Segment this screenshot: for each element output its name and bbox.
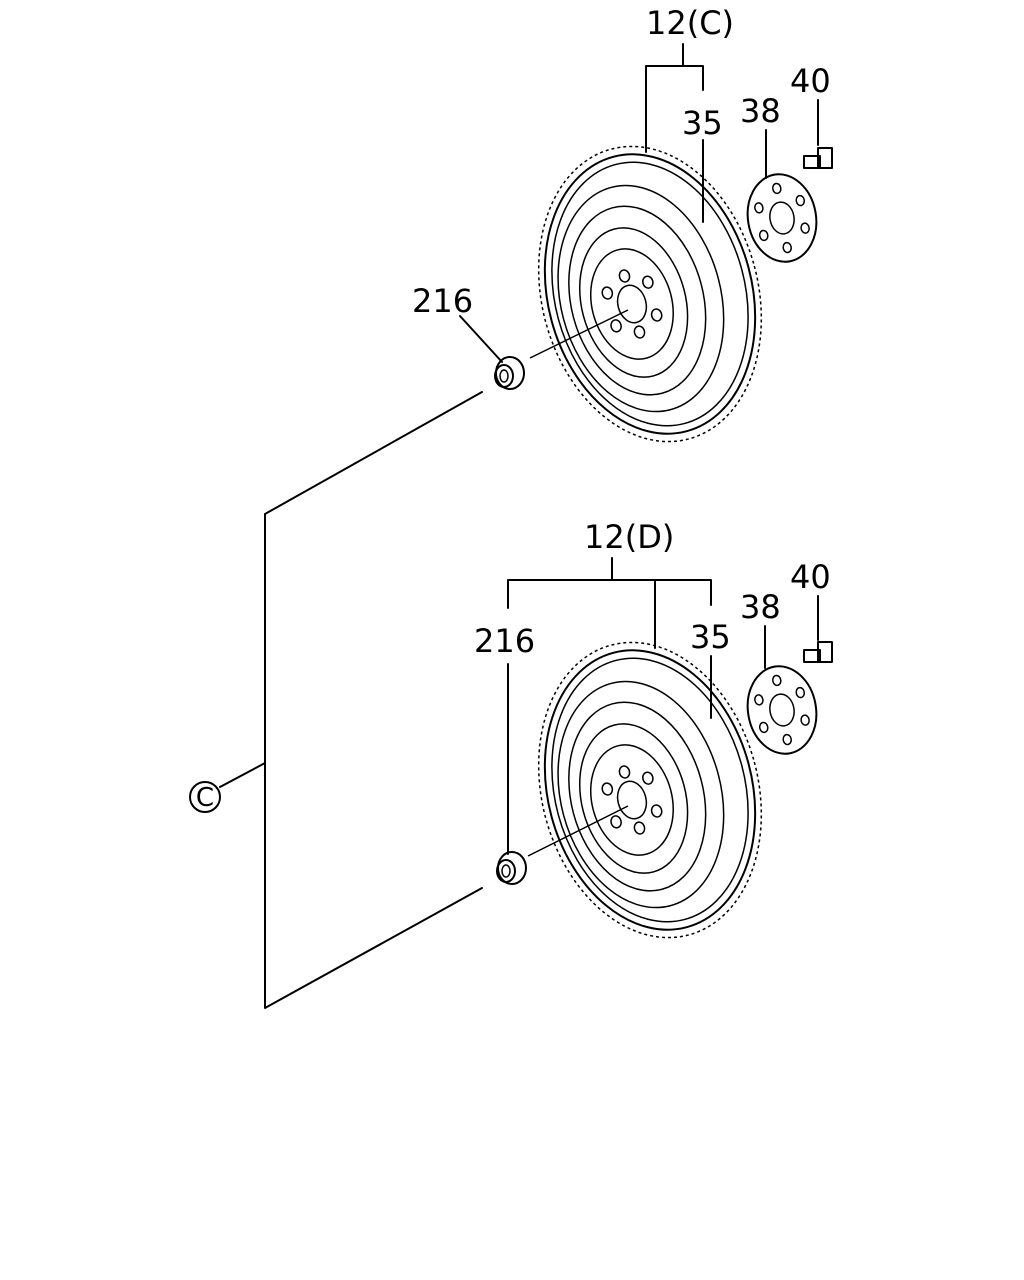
bolt-hole-top [633, 325, 646, 339]
flywheel-inner-bottom [578, 723, 689, 874]
bolt-shank-bottom [803, 649, 821, 663]
part-label-216-top: 216 [412, 282, 473, 320]
bushing-top [494, 356, 525, 390]
bushing-bore-bottom [501, 864, 511, 878]
part-label-216-bottom: 216 [474, 622, 535, 660]
ring-gear-teeth-top [537, 145, 763, 443]
part-label-40-top: 40 [790, 62, 831, 100]
bolt-head-bottom [817, 641, 833, 663]
flywheel-rim-bottom [551, 657, 749, 923]
flywheel-groove-bottom [568, 701, 707, 892]
reference-circle [189, 781, 221, 813]
plate-hole-bottom [782, 733, 792, 746]
plate-hole-top [772, 182, 782, 195]
flywheel-rim-top [551, 161, 749, 427]
flywheel-inner-top [578, 227, 689, 378]
ring-gear-teeth-bottom [537, 641, 763, 939]
plate-hole-bottom [800, 714, 810, 726]
bushing-bottom [496, 851, 527, 885]
reference-bracket: C [189, 391, 483, 1009]
flywheel-assembly-top: 12(C) 35 38 40 216 [412, 4, 833, 443]
flywheel-hub-bottom [589, 744, 674, 856]
leader-12d-bracket [507, 579, 712, 609]
plate-bottom [746, 665, 818, 755]
bolt-shank-top [803, 155, 821, 169]
bushing-front-bottom [496, 859, 516, 883]
plate-center-hole-bottom [769, 693, 795, 727]
flywheel-assembly-bottom: 12(D) 35 38 40 216 [474, 518, 833, 939]
plate-hole-top [782, 241, 792, 254]
flywheel-face-top [557, 184, 725, 413]
bushing-front-top [494, 364, 514, 388]
ring-gear-bottom [543, 649, 757, 931]
bushing-bore-top [499, 369, 509, 383]
plate-hole-top [795, 194, 806, 207]
reference-label-c: C [196, 783, 214, 813]
plate-hole-top [754, 202, 764, 214]
bolt-hole-bottom [610, 815, 622, 829]
bolt-hole-bottom [633, 821, 646, 835]
assembly-label-12d: 12(D) [584, 518, 674, 556]
flywheel-top [537, 145, 763, 443]
leader-12c-bracket [645, 65, 704, 153]
plate-top [746, 173, 818, 263]
bolt-hole-top [610, 319, 622, 333]
part-label-38-top: 38 [740, 92, 781, 130]
ring-gear-top [543, 153, 757, 435]
plate-center-hole-top [769, 201, 795, 235]
plate-hole-top [758, 229, 769, 242]
plate-hole-bottom [795, 686, 806, 699]
bolt-hole-top [601, 286, 614, 300]
bolt-hole-top [618, 269, 631, 283]
axis-line-bottom [527, 805, 629, 857]
plate-hole-bottom [772, 674, 782, 687]
flywheel-center-hole-top [616, 284, 648, 324]
flywheel-groove-top [568, 205, 707, 396]
bolt-hole-top [650, 308, 663, 322]
part-label-35-top: 35 [682, 104, 723, 142]
assembly-label-12c: 12(C) [646, 4, 734, 42]
part-label-40-bottom: 40 [790, 558, 831, 596]
bolt-hole-bottom [618, 765, 631, 779]
bolt-hole-bottom [601, 782, 614, 796]
reference-bracket-line [264, 391, 483, 1009]
bolt-hole-bottom [650, 804, 663, 818]
bolt-head-top [817, 147, 833, 169]
bolt-hole-bottom [642, 771, 654, 785]
part-label-35-bottom: 35 [690, 618, 731, 656]
plate-outline-top [746, 173, 818, 263]
plate-outline-bottom [746, 665, 818, 755]
flywheel-face-bottom [557, 680, 725, 909]
reference-leader [219, 762, 266, 788]
flywheel-bottom [537, 641, 763, 939]
bolt-top [803, 147, 833, 169]
flywheel-center-hole-bottom [616, 780, 648, 820]
bolt-bottom [803, 641, 833, 663]
plate-hole-bottom [758, 721, 769, 734]
plate-hole-top [800, 222, 810, 234]
leader-216-top [459, 315, 503, 363]
part-label-38-bottom: 38 [740, 588, 781, 626]
flywheel-hub-top [589, 248, 674, 360]
plate-hole-bottom [754, 694, 764, 706]
bolt-hole-top [642, 275, 654, 289]
